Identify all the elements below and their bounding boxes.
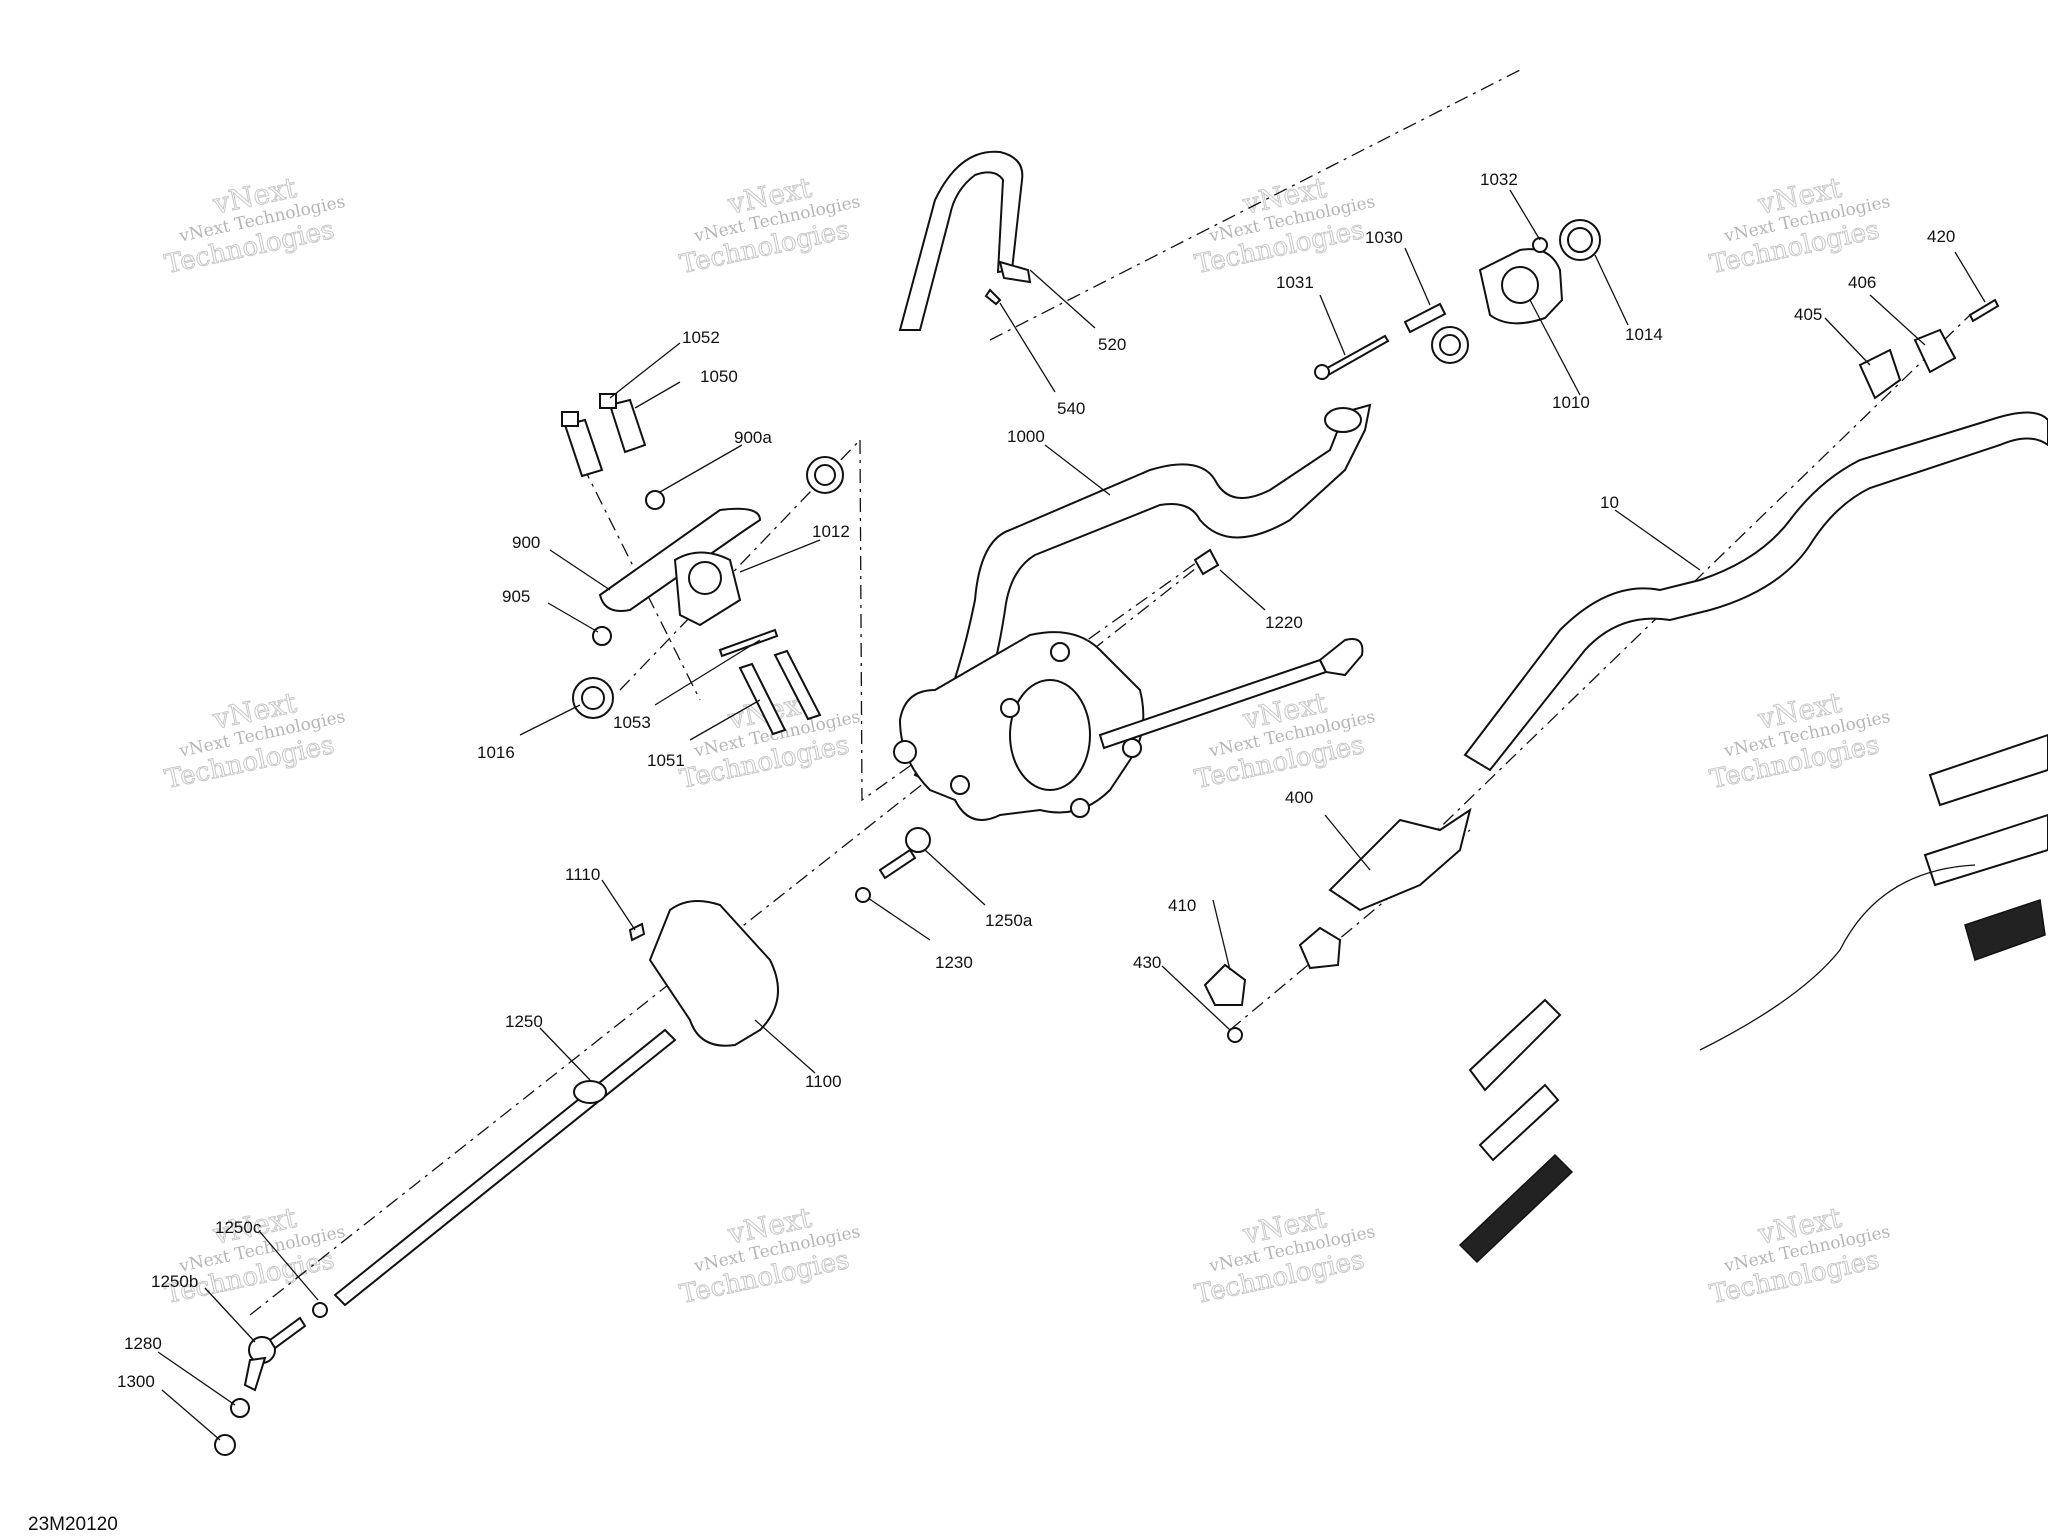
callout-1110: 1110 [565,865,600,884]
part-tie-rod [1098,638,1364,750]
watermark: vNext vNext Technologies Technologies [1707,170,1892,280]
callout-1052: 1052 [682,328,720,347]
callout-1250c: 1250c [215,1218,262,1237]
watermark: vNext vNext Technologies Technologies [1707,1200,1892,1310]
callout-900: 900 [512,533,540,552]
callout-1280: 1280 [124,1334,162,1353]
part-tie-rod-end-1250a [878,827,931,880]
callout-400: 400 [1285,788,1313,807]
part-bushing-lower [1431,326,1469,364]
part-grip-right [1699,733,2048,1051]
diagram-reference-code: 23M20120 [28,1514,118,1535]
part-bar-clamp-1010 [1478,248,1564,325]
part-grommet-1050 [563,398,647,478]
callout-540: 540 [1057,399,1085,418]
part-steering-shaft-1250 [333,1028,677,1307]
watermark: vNext vNext Technologies Technologies [1192,1200,1377,1310]
part-washer-1053 [718,628,779,658]
part-grab-handle-520 [898,150,1032,331]
callout-1100: 1100 [805,1072,842,1091]
callout-1014: 1014 [1625,325,1663,344]
callout-1000: 1000 [1007,427,1045,446]
watermark: vNext vNext Technologies Technologies [162,1200,347,1310]
callout-1250b: 1250b [151,1272,198,1291]
callout-1050: 1050 [700,367,738,386]
part-nut-1280 [230,1398,250,1418]
part-handlebar-1000 [913,403,1372,792]
callout-1032: 1032 [1480,170,1518,189]
part-nut-1032 [1532,237,1548,253]
callout-1230: 1230 [935,953,973,972]
part-cap-410 [1203,926,1342,1006]
part-bushing-1014 [1559,219,1601,261]
callout-labels: 520 540 1032 1030 1031 1014 1010 420 406… [117,170,1955,1391]
part-cover-1100 [648,900,779,1047]
callout-410: 410 [1168,896,1196,915]
part-tie-rod-end-1250b [243,1316,307,1392]
part-nut-905 [592,626,612,646]
watermark: vNext vNext Technologies Technologies [677,170,862,280]
part-bolt-1031 [1314,334,1390,380]
watermark: vNext vNext Technologies Technologies [1707,685,1892,795]
callout-1053: 1053 [613,713,651,732]
callout-430: 430 [1133,953,1161,972]
part-bolt-540 [984,288,1002,306]
callout-1030: 1030 [1365,228,1403,247]
watermark: vNext vNext Technologies Technologies [677,1200,862,1310]
callout-905: 905 [502,587,530,606]
part-bolt-1220 [1193,548,1220,576]
part-bolt-420 [1968,298,2000,323]
callout-1300: 1300 [117,1372,155,1391]
part-bolts-1051 [738,649,822,736]
part-screw-1110 [628,922,646,942]
part-spacer-1250c [312,1302,328,1318]
part-bushing-1016 [572,677,614,719]
callout-1016: 1016 [477,743,515,762]
callout-406: 406 [1848,273,1876,292]
callout-1012: 1012 [812,522,850,541]
part-nut-1230 [855,887,871,903]
part-grip-left [1458,998,1574,1264]
part-riser-400 [1328,807,1472,912]
part-steering-housing [893,631,1145,821]
callout-10: 10 [1600,493,1619,512]
part-spacer-1030 [1403,302,1447,334]
callout-900a: 900a [734,428,772,447]
part-pin-900a [645,490,665,510]
callout-1010: 1010 [1552,393,1590,412]
part-bushing-1012 [806,456,844,494]
part-clamp-900 [598,507,762,627]
callout-1031: 1031 [1276,273,1314,292]
part-clamp-405 [1858,348,1902,400]
leader-lines [157,189,1986,1441]
callout-520: 520 [1098,335,1126,354]
callout-420: 420 [1927,227,1955,246]
callout-1220: 1220 [1265,613,1303,632]
watermark: vNext vNext Technologies Technologies [162,170,347,280]
callout-1250: 1250 [505,1012,543,1031]
part-bolt-430 [1227,1027,1243,1043]
part-handlebar-10 [1463,411,2048,772]
watermark: vNext vNext Technologies Technologies [1192,685,1377,795]
callout-1051: 1051 [647,751,685,770]
watermark: vNext vNext Technologies Technologies [162,685,347,795]
part-nut-1052 [561,393,617,427]
callout-405: 405 [1794,305,1822,324]
callout-1250a: 1250a [985,911,1033,930]
watermark: vNext vNext Technologies Technologies [1192,170,1377,280]
part-clamp-406 [1913,328,1957,374]
